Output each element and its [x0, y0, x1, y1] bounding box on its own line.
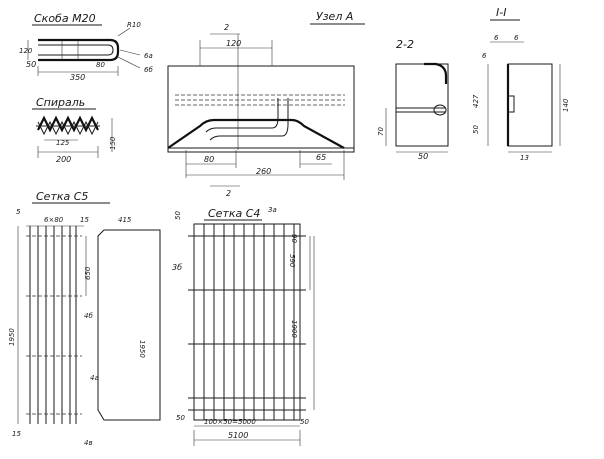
skoba-dim-350: 350	[70, 73, 85, 82]
skoba-view: Скоба М20 R10 120 50 80 350 6а 6б	[19, 12, 153, 82]
skoba-mark-6b: 6б	[144, 66, 153, 74]
setka5-dim-1950b: 1950	[138, 340, 146, 358]
setka5-dim-6x80: 6×80	[44, 216, 64, 224]
section11-dim-c: 6	[482, 52, 487, 60]
setka4-dim-50t: 50	[174, 211, 182, 220]
setka5-mark-4a: 4а	[90, 374, 99, 382]
skoba-dim-50: 50	[26, 60, 36, 69]
setka4-dim-1900: 1900	[290, 320, 298, 338]
spiral-dim-125: 125	[56, 139, 70, 147]
setka4-dim-590: 590	[288, 254, 296, 268]
skoba-dim-120: 120	[19, 47, 33, 55]
setka4-mark-3b: 3б	[172, 263, 182, 272]
setka5-mesh	[26, 226, 82, 424]
setka4-dim-50r: 50	[300, 418, 309, 426]
setka4-mesh	[188, 223, 306, 421]
section11-dim-13: 13	[520, 154, 529, 162]
section-2-2: 2-2 70 50	[377, 38, 449, 161]
setka4-dim-90: 90	[290, 234, 298, 243]
section22-title: 2-2	[396, 38, 414, 51]
setka5-dim-15b: 15	[12, 430, 21, 438]
setka-c4-view: Сетка С4 50 3а 90 3б 590 1900	[172, 206, 315, 446]
spiral-dim-200: 200	[56, 155, 71, 164]
section22-dim-70: 70	[377, 127, 385, 136]
uzel-dim-65: 65	[316, 153, 326, 162]
setka5-title: Сетка С5	[36, 190, 88, 203]
skoba-title: Скоба М20	[34, 12, 96, 25]
setka4-dim-50b: 50	[176, 414, 185, 422]
setka5-dim-15: 15	[80, 216, 89, 224]
section22-dim-50: 50	[418, 152, 428, 161]
uzel-title: Узел А	[316, 10, 353, 23]
uzel-cut-top: 2	[224, 23, 229, 32]
setka5-mark-4v: 4в	[84, 439, 93, 447]
setka5-dim-5: 5	[16, 208, 21, 216]
setka5-dim-415: 415	[118, 216, 132, 224]
uzel-dim-80: 80	[204, 155, 214, 164]
uzel-cut-bottom: 2	[226, 189, 231, 198]
setka5-dim-1950: 1950	[8, 328, 16, 346]
spiral-dim-150: 150	[109, 136, 117, 150]
setka4-mark-3a: 3а	[268, 206, 277, 214]
spiral-view: Спираль 125 200 150	[32, 96, 117, 164]
section-1-1: I-I 6 6 6 427 50 140 13	[472, 6, 570, 162]
uzel-dim-260: 260	[256, 167, 271, 176]
setka-c5-view: Сетка С5 5 6×80 15 650 4б 4а 1950 15 4в …	[8, 190, 161, 447]
section11-title: I-I	[496, 6, 506, 19]
section11-dim-140: 140	[562, 98, 570, 112]
section11-dim-50: 50	[472, 125, 480, 134]
uzel-view: Узел А 2 120 80 65 260 2	[167, 10, 365, 198]
skoba-radius: R10	[127, 21, 141, 29]
section11-dim-b: 6	[514, 34, 519, 42]
setka5-dim-650: 650	[84, 266, 92, 280]
skoba-mark-6a: 6а	[144, 52, 153, 60]
setka4-dim-100x50: 100×50=5000	[204, 418, 256, 426]
section11-dim-a: 6	[494, 34, 499, 42]
uzel-dim-120: 120	[226, 39, 241, 48]
spiral-title: Спираль	[36, 96, 85, 109]
setka4-dim-5100: 5100	[228, 431, 248, 440]
section11-dim-427: 427	[472, 94, 480, 108]
setka4-title: Сетка С4	[208, 207, 260, 220]
skoba-dim-80: 80	[96, 61, 105, 69]
setka5-mark-4b: 4б	[84, 312, 93, 320]
